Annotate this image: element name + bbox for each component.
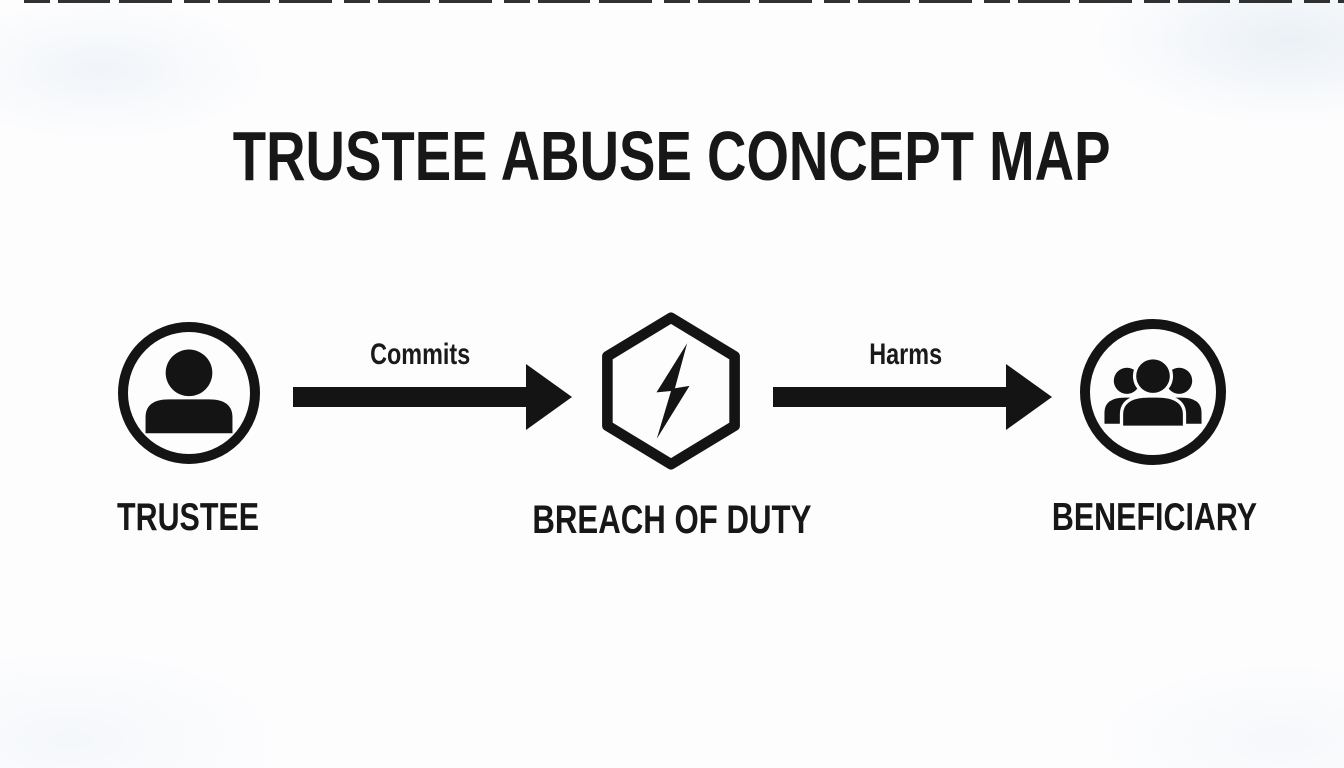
node-label-trustee: TRUSTEE — [117, 496, 259, 539]
edge-label-commits: Commits — [369, 338, 471, 371]
page-title-text: TRUSTEE ABUSE CONCEPT MAP — [233, 116, 1111, 195]
people-group-icon — [1097, 345, 1209, 439]
node-beneficiary — [1080, 319, 1226, 465]
arrow-commits-head — [526, 364, 572, 430]
arrow-commits-shaft — [293, 387, 531, 407]
node-label-breach-of-duty: BREACH OF DUTY — [532, 498, 812, 542]
top-edge-artifact — [24, 0, 1344, 3]
person-icon — [136, 340, 242, 446]
hexagon-shape — [602, 312, 740, 470]
node-trustee — [118, 322, 260, 464]
arrow-harms-shaft — [773, 387, 1011, 407]
node-label-beneficiary: BENEFICIARY — [1051, 496, 1257, 539]
arrow-harms-head — [1006, 364, 1052, 430]
lightning-bolt-icon — [656, 343, 690, 439]
node-breach-of-duty — [598, 311, 744, 471]
edge-label-harms: Harms — [869, 338, 943, 371]
page-title: TRUSTEE ABUSE CONCEPT MAP — [0, 121, 1344, 191]
